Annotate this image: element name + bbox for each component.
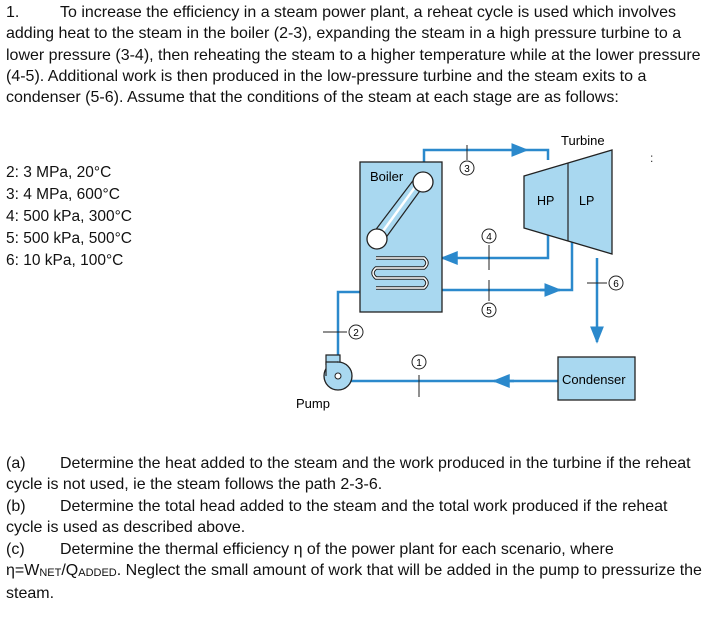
svg-text:2: 2 [353, 328, 359, 339]
question-c-text: Determine the thermal efficiency η of th… [60, 540, 614, 558]
svg-text:6: 6 [613, 279, 619, 290]
turbine-hp-label: HP [537, 194, 554, 208]
question-b: (b)Determine the total head added to the… [6, 496, 708, 539]
state-6: 6: 10 kPa, 100°C [6, 252, 124, 269]
pipe-2-3 [422, 143, 529, 166]
boiler-label: Boiler [370, 169, 404, 184]
state-point-5: 5 [481, 302, 497, 318]
efficiency-formula: η=WNET/QADDED [6, 562, 117, 580]
question-b-tag: (b) [6, 497, 26, 515]
state-5: 5: 500 kPa, 500°C [6, 230, 132, 247]
svg-text:3: 3 [464, 164, 470, 175]
state-point-1: 1 [411, 354, 427, 370]
problem-number: 1. [6, 4, 20, 21]
condenser-label: Condenser [562, 372, 626, 387]
question-c: (c) Determine the thermal efficiency η of… [6, 539, 708, 605]
state-markers [323, 145, 607, 397]
corner-mark: : [650, 151, 653, 165]
question-b-text: Determine the total head added to the st… [6, 497, 668, 537]
problem-intro-text: To increase the efficiency in a steam po… [6, 4, 701, 107]
pipe-3-hp [527, 148, 550, 160]
question-a-text: Determine the heat added to the steam an… [6, 455, 691, 494]
turbine-label: Turbine [561, 133, 605, 148]
turbine-lp-label: LP [579, 194, 594, 208]
question-a-tag: (a) [6, 455, 26, 472]
boiler-drum-tubes [371, 177, 429, 290]
svg-text:4: 4 [486, 232, 492, 243]
question-c-tag: (c) [6, 540, 25, 558]
state-3: 3: 4 MPa, 600°C [6, 186, 120, 203]
svg-text:5: 5 [486, 306, 492, 317]
boiler-lower-drum [366, 228, 388, 250]
problem-intro: 1.To increase the efficiency in a steam … [6, 2, 708, 108]
questions-section: (a)Determine the heat added to the steam… [6, 453, 708, 605]
state-point-3: 3 [459, 160, 475, 176]
state-point-6: 6 [608, 275, 624, 291]
question-a: (a)Determine the heat added to the steam… [6, 453, 708, 496]
state-conditions-list: 2: 3 MPa, 20°C 3: 4 MPa, 600°C 4: 500 kP… [6, 162, 132, 272]
pipe-5-lp [442, 230, 574, 292]
pump [323, 354, 353, 391]
pipe-hp-4 [440, 230, 550, 265]
state-4: 4: 500 kPa, 300°C [6, 208, 132, 225]
state-point-4: 4 [481, 228, 497, 244]
state-2: 2: 3 MPa, 20°C [6, 164, 112, 181]
steam-pipes [336, 143, 604, 388]
pipe-2 [336, 290, 360, 355]
condenser-box [557, 356, 636, 401]
question-c-text-2: . Neglect the small amount of work that … [6, 562, 702, 603]
pump-label: Pump [296, 396, 330, 411]
state-point-2: 2 [348, 324, 364, 340]
boiler-upper-drum [412, 171, 434, 193]
svg-text:1: 1 [416, 358, 422, 369]
